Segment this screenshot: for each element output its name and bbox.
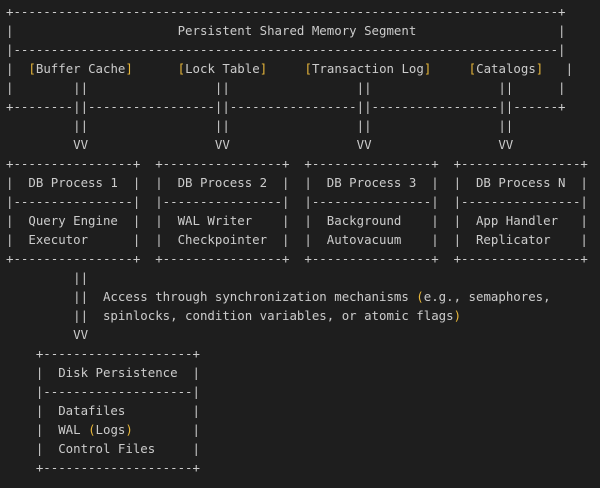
diagram-text: | Datafiles |	[6, 403, 200, 418]
diagram-text: |--------------------|	[6, 384, 200, 399]
diagram-line: | Control Files |	[6, 439, 600, 458]
diagram-text: Logs	[95, 422, 126, 437]
diagram-text: | Executor | | Checkpointer | | Autovacu…	[6, 232, 588, 247]
diagram-line: | Disk Persistence |	[6, 363, 600, 382]
diagram-text: +--------------------+	[6, 346, 200, 361]
bracket-glyph: ]	[535, 61, 544, 76]
bracket-glyph: (	[416, 289, 424, 304]
diagram-text: | Disk Persistence |	[6, 365, 200, 380]
bracket-glyph: (	[88, 422, 96, 437]
diagram-line: |--------------------|	[6, 382, 600, 401]
diagram-line: || || || ||	[6, 116, 600, 135]
diagram-line: | Datafiles |	[6, 401, 600, 420]
diagram-text: ||	[6, 270, 89, 285]
bracket-glyph: )	[453, 308, 462, 323]
diagram-text: VV	[6, 327, 89, 342]
diagram-text: |	[6, 61, 29, 76]
diagram-line: | [Buffer Cache] [Lock Table] [Transacti…	[6, 59, 600, 78]
diagram-text: || Access through synchronization mechan…	[6, 289, 417, 304]
diagram-text: VV VV VV VV	[6, 137, 514, 152]
diagram-line: | || || || || |	[6, 78, 600, 97]
diagram-line: || spinlocks, condition variables, or at…	[6, 306, 600, 325]
ascii-diagram: +---------------------------------------…	[6, 2, 600, 488]
diagram-line: +----------------+ +----------------+ +-…	[6, 249, 600, 268]
diagram-text	[133, 61, 178, 76]
bracket-glyph: [	[468, 61, 477, 76]
diagram-text: || spinlocks, condition variables, or at…	[6, 308, 454, 323]
diagram-line: | WAL (Logs) |	[6, 420, 600, 439]
diagram-text: Lock Table	[185, 61, 260, 76]
diagram-line: VV	[6, 325, 600, 344]
diagram-text: | Query Engine | | WAL Writer | | Backgr…	[6, 213, 588, 228]
diagram-line: +--------------------+	[6, 344, 600, 363]
diagram-line: ||	[6, 268, 600, 287]
diagram-text: |----------------| |----------------| |-…	[6, 194, 588, 209]
bracket-glyph: [	[304, 61, 312, 76]
bracket-glyph: )	[125, 422, 133, 437]
diagram-text: Transaction Log	[311, 61, 424, 76]
diagram-text: +--------||-----------------||----------…	[6, 99, 566, 114]
diagram-text: |	[132, 422, 200, 437]
bracket-glyph: [	[28, 61, 36, 76]
diagram-text: |---------------------------------------…	[6, 42, 566, 57]
diagram-line: || Access through synchronization mechan…	[6, 287, 600, 306]
diagram-text: | DB Process 1 | | DB Process 2 | | DB P…	[6, 175, 588, 190]
diagram-text	[267, 61, 304, 76]
diagram-line: |---------------------------------------…	[6, 40, 600, 59]
diagram-line: | Executor | | Checkpointer | | Autovacu…	[6, 230, 600, 249]
bracket-glyph: ]	[423, 61, 432, 76]
bracket-glyph: [	[177, 61, 186, 76]
diagram-text: e.g., semaphores,	[423, 289, 551, 304]
bracket-glyph: ]	[259, 61, 268, 76]
diagram-text: | Persistent Shared Memory Segment |	[6, 23, 566, 38]
diagram-line: | Query Engine | | WAL Writer | | Backgr…	[6, 211, 600, 230]
diagram-text: +---------------------------------------…	[6, 4, 566, 19]
diagram-text: | Control Files |	[6, 441, 200, 456]
diagram-text: +----------------+ +----------------+ +-…	[6, 156, 588, 171]
diagram-text: +--------------------+	[6, 460, 200, 475]
diagram-text: +----------------+ +----------------+ +-…	[6, 251, 588, 266]
diagram-line: +--------------------+	[6, 458, 600, 477]
diagram-text: | || || || || |	[6, 80, 566, 95]
diagram-line: +--------||-----------------||----------…	[6, 97, 600, 116]
diagram-line: | Persistent Shared Memory Segment |	[6, 21, 600, 40]
diagram-text	[431, 61, 468, 76]
diagram-line: +----------------+ +----------------+ +-…	[6, 154, 600, 173]
diagram-line: VV VV VV VV	[6, 135, 600, 154]
bracket-glyph: ]	[125, 61, 133, 76]
diagram-text: |	[543, 61, 574, 76]
diagram-text: Buffer Cache	[35, 61, 126, 76]
diagram-line: | DB Process 1 | | DB Process 2 | | DB P…	[6, 173, 600, 192]
diagram-text: Catalogs	[476, 61, 536, 76]
diagram-line: |----------------| |----------------| |-…	[6, 192, 600, 211]
diagram-text: | WAL	[6, 422, 89, 437]
diagram-line: +---------------------------------------…	[6, 2, 600, 21]
diagram-text: || || || ||	[6, 118, 514, 133]
